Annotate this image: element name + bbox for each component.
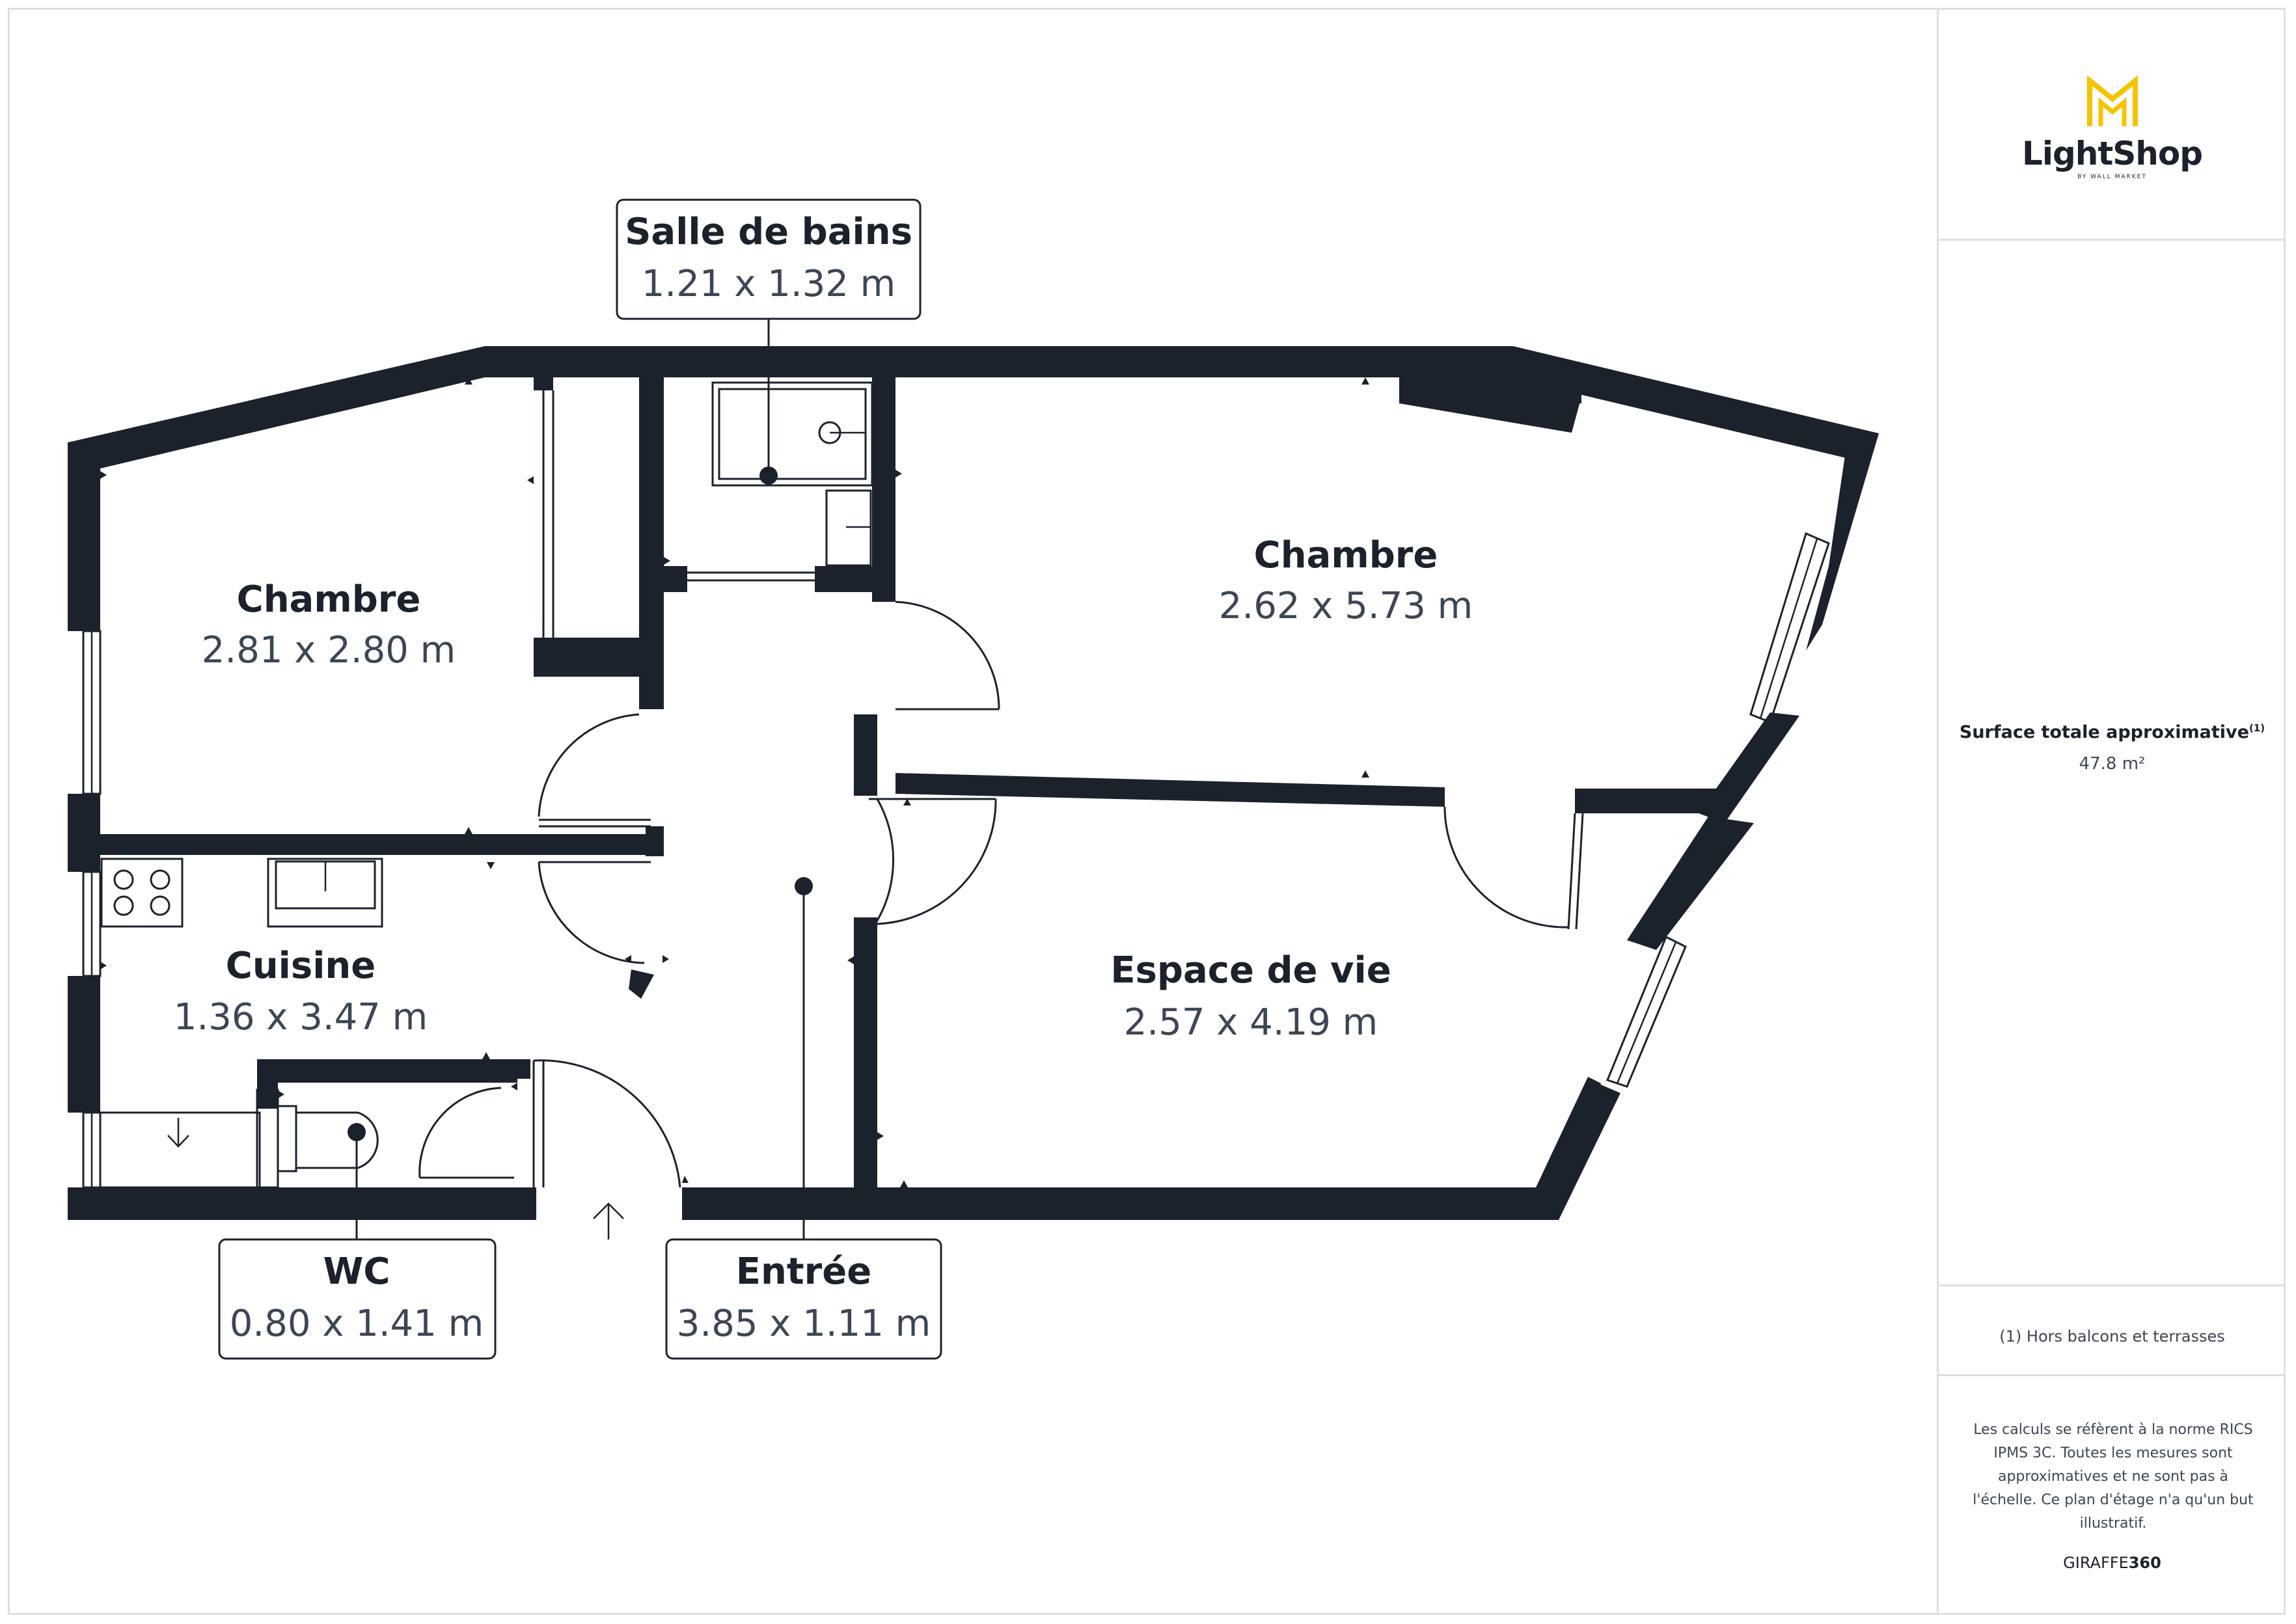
living-left-wall: [854, 917, 877, 1187]
sidebar-divider: [1939, 1374, 2286, 1376]
right-wall-low: [1627, 817, 1754, 950]
logo-subtitle: BY WALL MARKET: [2077, 174, 2147, 180]
bath-door-stub-left: [664, 566, 687, 592]
surface-label: Surface totale approximative(1): [1939, 722, 2286, 742]
room-dim: 2.81 x 2.80 m: [202, 629, 456, 671]
closet: [542, 390, 815, 638]
hall-wall-stub: [639, 677, 664, 709]
room-dim: 1.36 x 3.47 m: [174, 996, 428, 1038]
top-left-wall: [68, 346, 485, 475]
surface-label-sup: (1): [2248, 722, 2265, 734]
chimney: [1399, 377, 1581, 433]
measurement-ticks: [100, 377, 1369, 1187]
room-dim: 2.62 x 5.73 m: [1219, 585, 1473, 627]
outer-walls: [68, 346, 1879, 1220]
bath-left-wall: [639, 377, 664, 677]
interior-walls: [100, 377, 1721, 1187]
surface-block: Surface totale approximative(1) 47.8 m²: [1939, 722, 2286, 774]
kitchen-fixtures: [99, 858, 383, 1189]
bath-door-stub-right: [815, 566, 895, 592]
closet-top-stub: [534, 377, 553, 390]
page-frame: [8, 8, 2286, 1615]
hall-corner-block: [629, 969, 654, 999]
wc-top-wall: [257, 1059, 517, 1083]
disclaimer: Les calculs se réfèrent à la norme RICS …: [1973, 1422, 2254, 1532]
callout-salle-bains: Salle de bains 1.21 x 1.32 m: [616, 198, 922, 320]
kitchen-wall-stub: [68, 836, 100, 862]
bathroom-fixtures: [711, 381, 873, 567]
callout-entree-name: Entrée: [736, 1251, 871, 1293]
room-label-cuisine: Cuisine 1.36 x 3.47 m: [174, 945, 428, 1038]
wc-top-stub: [257, 1083, 278, 1109]
callout-wc-name: WC: [323, 1251, 390, 1293]
brand-footer: GIRAFFE360: [1939, 1554, 2286, 1572]
sidebar: LightShop BY WALL MARKET Surface totale …: [1937, 8, 2286, 1615]
bottom-wall-left: [68, 1187, 536, 1220]
closet-bottom-wall: [534, 638, 664, 677]
bedroom1-bottom-wall: [100, 834, 660, 855]
surface-label-text: Surface totale approximative: [1959, 722, 2249, 742]
callout-dot-entree: [795, 877, 813, 895]
room-name: Cuisine: [226, 945, 376, 987]
living-wall-stub-top: [854, 714, 877, 796]
left-wall-1: [68, 442, 100, 631]
wc-fixtures: [256, 1089, 379, 1189]
callout-salle-bains-dim: 1.21 x 1.32 m: [642, 263, 895, 305]
room-dim: 2.57 x 4.19 m: [1124, 1001, 1378, 1044]
brand-prefix: GIRAFFE: [2063, 1554, 2129, 1572]
callout-dot-salle-bains: [759, 467, 778, 485]
callout-salle-bains-name: Salle de bains: [625, 211, 912, 253]
room-label-chambre-1: Chambre 2.81 x 2.80 m: [202, 578, 456, 671]
right-wall-bottom: [1529, 1083, 1620, 1220]
room-name: Espace de vie: [1110, 949, 1391, 992]
bath-right-wall: [872, 377, 895, 602]
room-name: Chambre: [237, 578, 421, 621]
callout-entree: Entrée 3.85 x 1.11 m: [665, 1238, 942, 1360]
surface-value: 47.8 m²: [2079, 754, 2146, 774]
room-name: Chambre: [1254, 534, 1438, 576]
callout-wc-dim: 0.80 x 1.41 m: [230, 1303, 484, 1345]
sidebar-divider: [1939, 1284, 2286, 1286]
right-wall-mid: [1699, 712, 1799, 823]
top-wall: [485, 346, 1879, 462]
brand-suffix: 360: [2128, 1554, 2161, 1572]
logo-text: LightShop: [2021, 135, 2203, 172]
left-wall-3: [68, 976, 100, 1113]
right-wall-top: [1806, 433, 1879, 651]
logo: LightShop BY WALL MARKET: [1939, 66, 2286, 180]
lightshop-logo-icon: [2086, 75, 2138, 126]
bottom-wall-right: [682, 1077, 1601, 1220]
wc-door-stub: [517, 1059, 530, 1079]
room-label-espace-vie: Espace de vie 2.57 x 4.19 m: [1110, 949, 1391, 1044]
hall-door-stub: [646, 826, 664, 856]
sidebar-divider: [1939, 239, 2286, 241]
bedroom2-bottom-wall: [895, 773, 1445, 807]
callout-dot-wc: [348, 1123, 366, 1141]
footnote: (1) Hors balcons et terrasses: [1999, 1327, 2225, 1346]
doors: [418, 601, 1584, 1188]
windows: [82, 532, 1830, 1189]
bedroom2-bottom-wall-right: [1575, 789, 1721, 813]
room-label-chambre-2: Chambre 2.62 x 5.73 m: [1219, 534, 1473, 627]
callout-entree-dim: 3.85 x 1.11 m: [677, 1303, 931, 1345]
callout-wc: WC 0.80 x 1.41 m: [218, 1238, 497, 1360]
floor-plan: Salle de bains 1.21 x 1.32 m WC 0.80 x 1…: [68, 198, 1879, 1360]
entry-arrow-icon: [593, 1202, 624, 1239]
